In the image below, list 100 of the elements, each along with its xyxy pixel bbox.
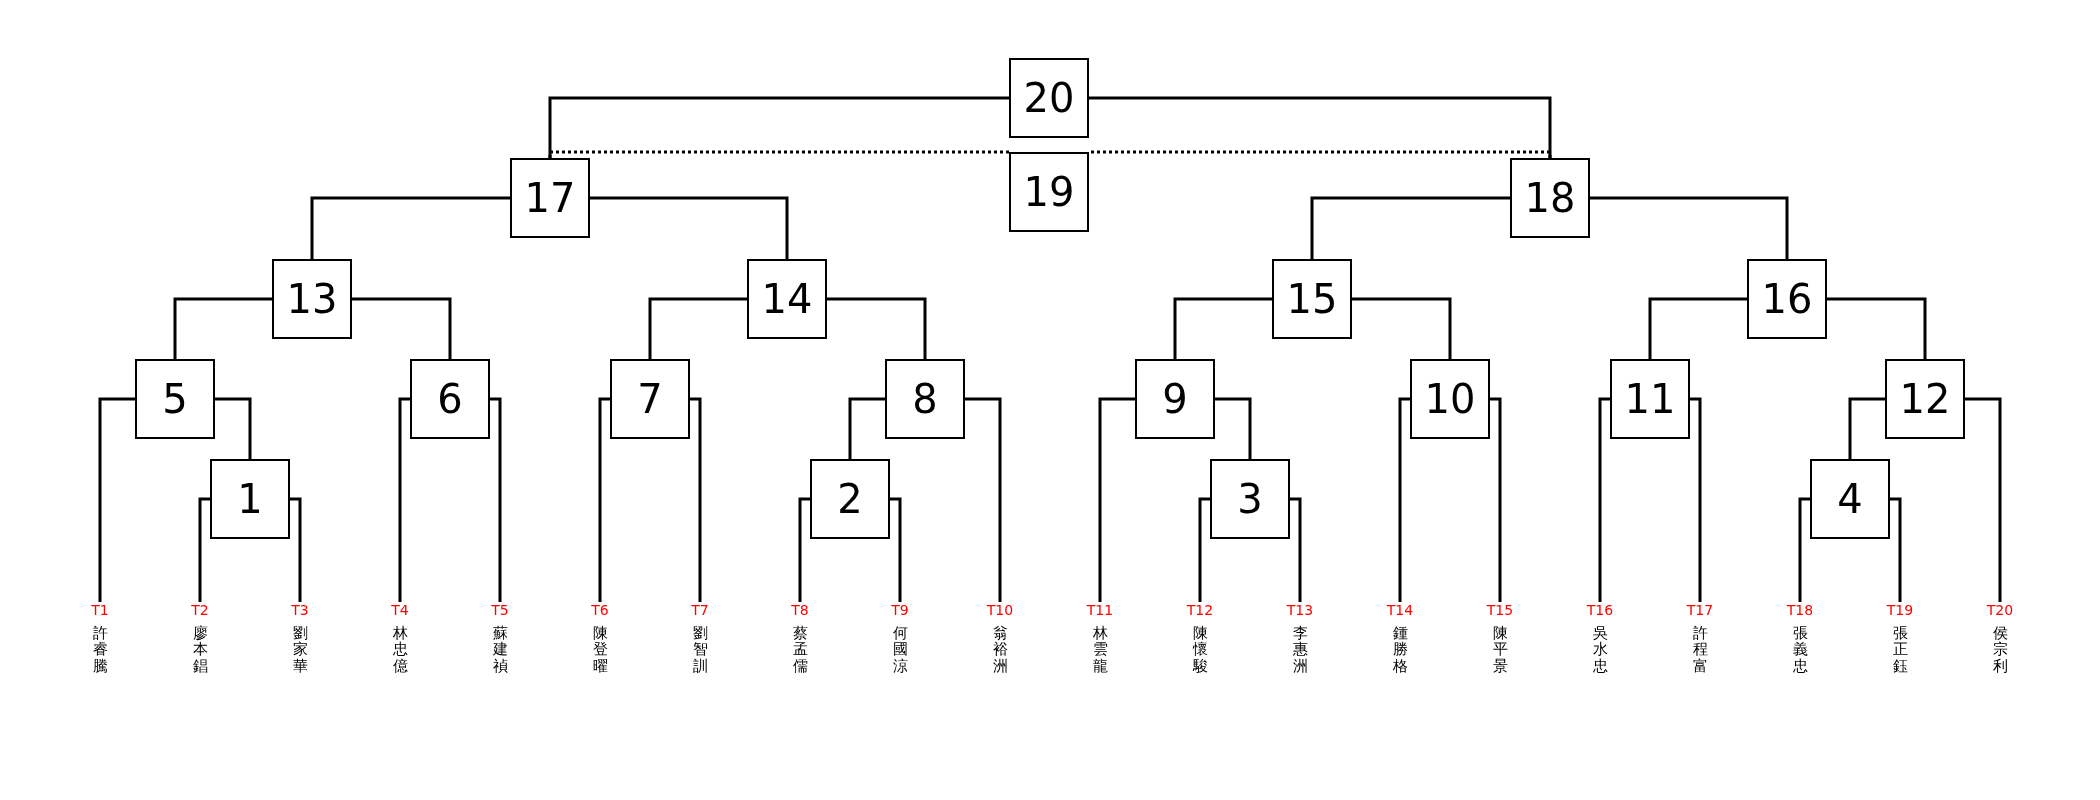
bracket-line xyxy=(1290,497,1302,602)
match-box: 7 xyxy=(610,359,690,439)
team-code: T1 xyxy=(91,602,109,619)
match-box: 2 xyxy=(810,459,890,539)
match-box: 3 xyxy=(1210,459,1290,539)
team-code: T8 xyxy=(791,602,809,619)
player-name: 蔡孟儒 xyxy=(792,624,808,675)
team-code: T20 xyxy=(1986,602,2014,619)
team-code: T4 xyxy=(391,602,409,619)
bracket-line xyxy=(1089,96,1552,158)
bracket-line xyxy=(215,397,252,459)
player-name: 何國涼 xyxy=(892,624,908,675)
bracket-line xyxy=(848,397,885,459)
dotted-bracket-line xyxy=(1089,150,1552,158)
bracket-line xyxy=(965,397,1002,602)
dotted-bracket-line xyxy=(548,150,1009,158)
bracket-line xyxy=(1098,397,1135,602)
match-box: 19 xyxy=(1009,152,1089,232)
match-box: 12 xyxy=(1885,359,1965,439)
bracket-line xyxy=(548,96,1009,158)
match-box: 16 xyxy=(1747,259,1827,339)
player-name: 劉家華 xyxy=(292,624,308,675)
team-code: T2 xyxy=(191,602,209,619)
bracket-line xyxy=(1490,397,1502,602)
bracket-line xyxy=(1215,397,1252,459)
team-code: T10 xyxy=(986,602,1014,619)
bracket-line xyxy=(173,297,272,359)
bracket-line xyxy=(1690,397,1702,602)
match-box: 13 xyxy=(272,259,352,339)
bracket-line xyxy=(352,297,452,359)
bracket-line xyxy=(1827,297,1927,359)
match-box: 15 xyxy=(1272,259,1352,339)
bracket-line xyxy=(290,497,302,602)
match-box: 6 xyxy=(410,359,490,439)
bracket-line xyxy=(1648,297,1747,359)
team-code: T15 xyxy=(1486,602,1514,619)
bracket-line xyxy=(890,497,902,602)
bracket-line xyxy=(98,397,135,602)
player-name: 陳平景 xyxy=(1492,624,1508,675)
team-code: T12 xyxy=(1186,602,1214,619)
bracket-line xyxy=(598,397,610,602)
bracket-line xyxy=(1798,497,1810,602)
team-code: T6 xyxy=(591,602,609,619)
match-box: 5 xyxy=(135,359,215,439)
bracket-line xyxy=(1590,196,1789,259)
bracket-line xyxy=(590,196,789,259)
bracket-line xyxy=(1310,196,1510,259)
player-name: 陳懷駿 xyxy=(1192,624,1208,675)
player-name: 蘇建禎 xyxy=(492,624,508,675)
bracket-line xyxy=(1965,397,2002,602)
player-name: 廖本錩 xyxy=(192,624,208,675)
team-code: T16 xyxy=(1586,602,1614,619)
team-code: T9 xyxy=(891,602,909,619)
player-name: 李惠洲 xyxy=(1292,624,1308,675)
match-box: 9 xyxy=(1135,359,1215,439)
player-name: 吳水忠 xyxy=(1592,624,1608,675)
bracket-line xyxy=(798,497,810,602)
bracket-line xyxy=(827,297,927,359)
team-code: T14 xyxy=(1386,602,1414,619)
player-name: 張正鈺 xyxy=(1892,624,1908,675)
bracket-line xyxy=(1890,497,1902,602)
bracket-line xyxy=(398,397,410,602)
player-name: 林忠億 xyxy=(392,624,408,675)
team-code: T19 xyxy=(1886,602,1914,619)
team-code: T7 xyxy=(691,602,709,619)
bracket-line xyxy=(1198,497,1210,602)
player-name: 翁裕洲 xyxy=(992,624,1008,675)
team-code: T5 xyxy=(491,602,509,619)
player-name: 許程富 xyxy=(1692,624,1708,675)
bracket-line xyxy=(198,497,210,602)
player-name: 張義忠 xyxy=(1792,624,1808,675)
match-box: 14 xyxy=(747,259,827,339)
bracket-line xyxy=(1848,397,1885,459)
match-box: 17 xyxy=(510,158,590,238)
bracket-line xyxy=(1398,397,1410,602)
team-code: T17 xyxy=(1686,602,1714,619)
bracket-line xyxy=(1598,397,1610,602)
player-name: 劉智訓 xyxy=(692,624,708,675)
bracket-line xyxy=(648,297,747,359)
player-name: 鍾勝格 xyxy=(1392,624,1408,675)
match-box: 8 xyxy=(885,359,965,439)
bracket-line xyxy=(490,397,502,602)
player-name: 侯宗利 xyxy=(1992,624,2008,675)
team-code: T11 xyxy=(1086,602,1114,619)
match-box: 1 xyxy=(210,459,290,539)
team-code: T18 xyxy=(1786,602,1814,619)
match-box: 20 xyxy=(1009,58,1089,138)
player-name: 許睿騰 xyxy=(92,624,108,675)
bracket-line xyxy=(1173,297,1272,359)
match-box: 11 xyxy=(1610,359,1690,439)
match-box: 10 xyxy=(1410,359,1490,439)
player-name: 林雲龍 xyxy=(1092,624,1108,675)
team-code: T3 xyxy=(291,602,309,619)
player-name: 陳登曜 xyxy=(592,624,608,675)
bracket-line xyxy=(690,397,702,602)
match-box: 18 xyxy=(1510,158,1590,238)
match-box: 4 xyxy=(1810,459,1890,539)
team-code: T13 xyxy=(1286,602,1314,619)
bracket-line xyxy=(1352,297,1452,359)
bracket-line xyxy=(310,196,510,259)
